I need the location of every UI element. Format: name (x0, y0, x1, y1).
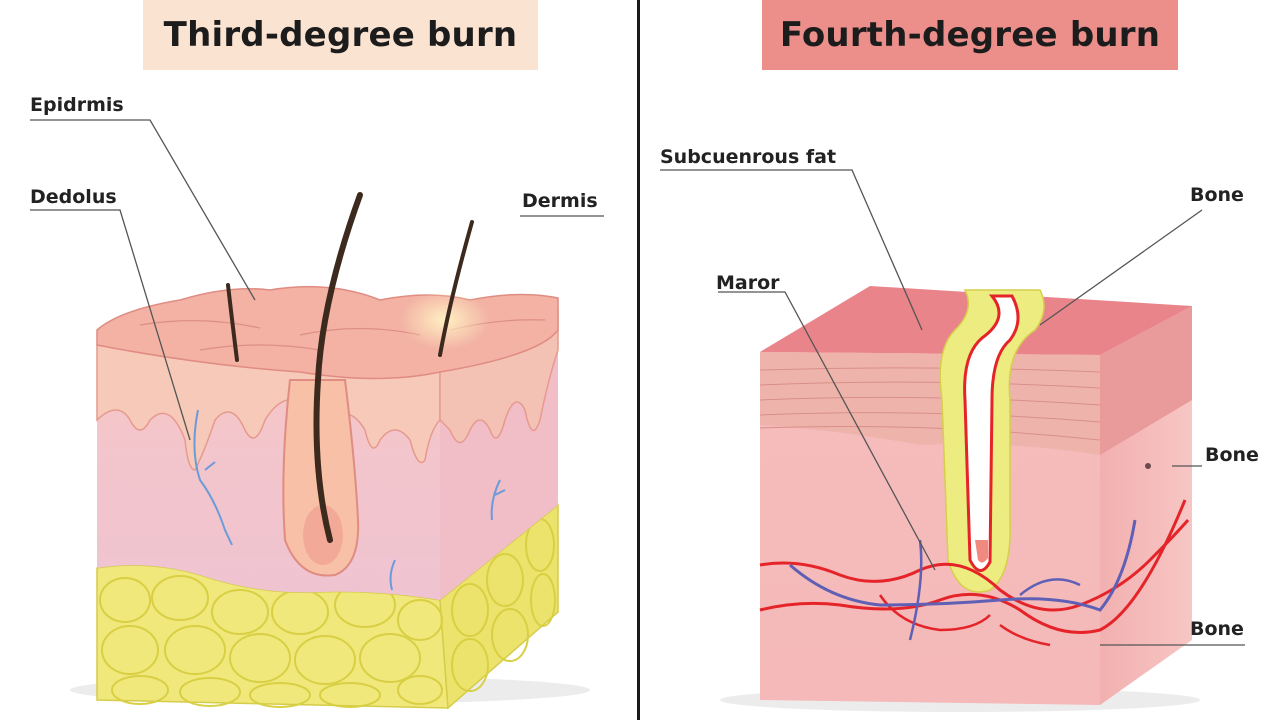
left-hair-3 (226, 283, 239, 362)
right-title: Fourth-degree burn (762, 0, 1178, 70)
label-dedolus: Dedolus (30, 186, 117, 208)
left-follicle-bulb (303, 505, 343, 565)
leader-maror (718, 291, 936, 571)
leader-bone-top (1039, 209, 1203, 326)
right-core (963, 294, 1020, 572)
left-glow (400, 290, 490, 350)
left-hair-2 (438, 220, 474, 357)
panel-divider (637, 0, 640, 720)
leader-subcutaneous-fat (660, 169, 923, 331)
label-epidermis: Epidrmis (30, 94, 124, 116)
fourth-degree-skin-block (720, 286, 1200, 712)
right-vein-1 (789, 519, 1137, 612)
label-bone-middle: Bone (1205, 444, 1259, 466)
left-title-text: Third-degree burn (163, 15, 518, 55)
left-leader-lines (30, 119, 604, 441)
label-subcutaneous-fat: Subcuenrous fat (660, 146, 837, 168)
left-top-wrinkles (139, 319, 546, 351)
right-dot (1145, 463, 1151, 469)
right-striated-band (760, 352, 1100, 455)
right-leader-lines (660, 169, 1245, 646)
right-artery-3 (878, 594, 1051, 647)
right-vein-2 (908, 539, 1081, 641)
right-title-text: Fourth-degree burn (779, 15, 1161, 55)
label-maror: Maror (716, 272, 780, 294)
right-side-band (1100, 306, 1192, 455)
left-nerve-3 (389, 559, 396, 591)
right-artery-1 (759, 519, 1190, 612)
left-nerve-1 (193, 409, 233, 546)
leader-epidermis (30, 119, 256, 301)
label-bone-bottom: Bone (1190, 618, 1244, 640)
leader-dedolus (30, 209, 191, 441)
label-bone-top: Bone (1190, 184, 1244, 206)
right-artery-2 (759, 499, 1187, 634)
right-core-tip (975, 540, 988, 563)
left-title: Third-degree burn (143, 0, 538, 70)
label-dermis: Dermis (522, 190, 598, 212)
left-fat-cells (99, 518, 556, 708)
left-fat-side (439, 503, 559, 710)
third-degree-skin-block (70, 192, 590, 710)
right-striations (759, 367, 1101, 441)
left-hair-main (313, 192, 363, 543)
left-nerve-2 (490, 479, 506, 521)
